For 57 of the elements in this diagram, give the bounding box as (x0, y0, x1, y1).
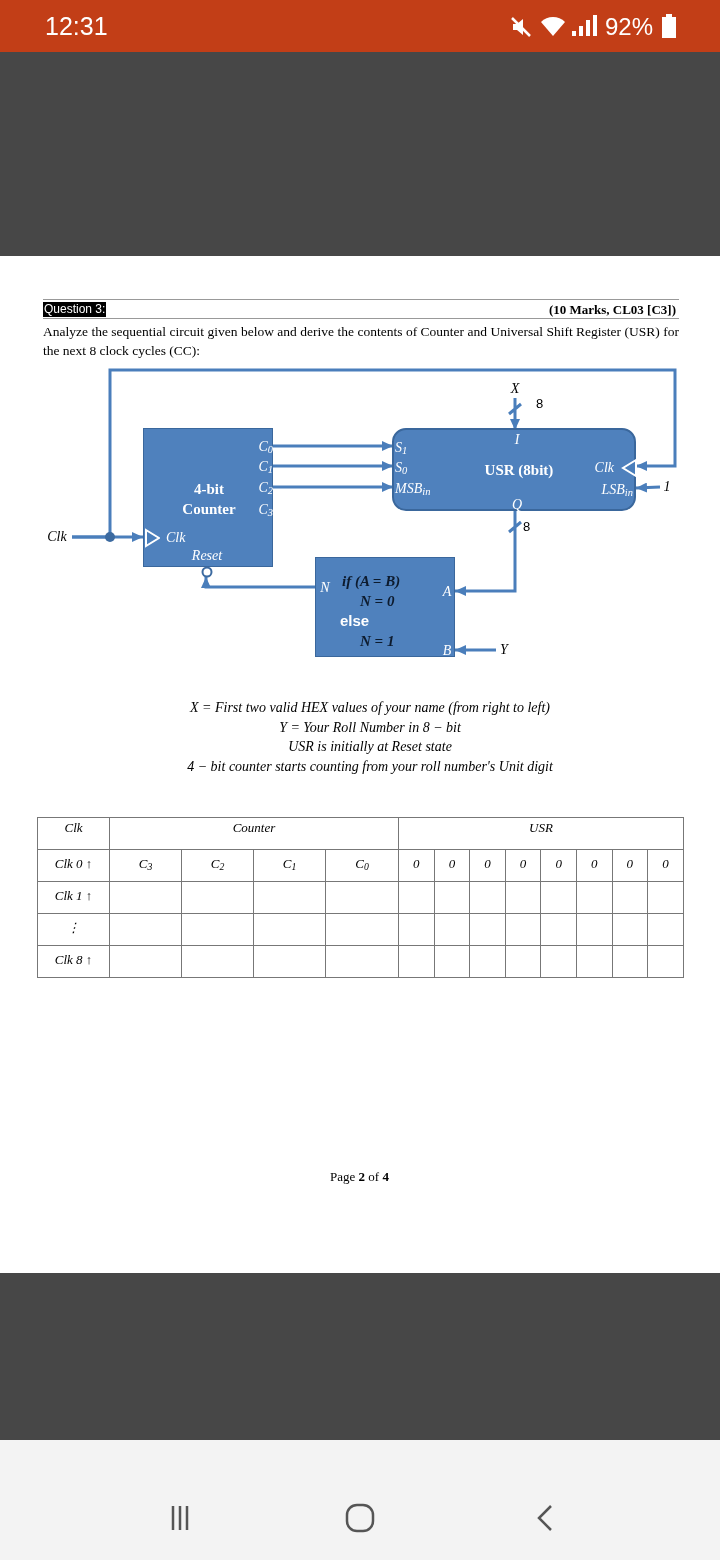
condition-text: else (340, 612, 370, 630)
pin-label: S$_{0}$ (395, 458, 423, 478)
clock-time: 12:31 (45, 11, 108, 41)
table-cell: Clk 1 ↑ (37, 881, 110, 914)
note-text: X = First two valid HEX values of your name (from right to left) (189, 699, 551, 717)
question-heading: Question 3: (43, 302, 107, 317)
battery-percent: 92% (605, 13, 654, 41)
table-cell: 0 (647, 849, 684, 882)
pin-label: I (510, 432, 524, 448)
table-cell: 0 (398, 849, 435, 882)
signal-label: X (506, 380, 524, 398)
pin-label: C$_{0}$ (241, 437, 273, 457)
table-cell: C$_{2}$ (181, 849, 254, 882)
pin-label: B (438, 642, 456, 660)
pin-label: C$_{2}$ (241, 478, 273, 498)
pin-label: Reset (191, 547, 223, 565)
pin-label: C$_{1}$ (241, 457, 273, 477)
table-cell: Clk (37, 817, 110, 850)
pin-label: Clk (594, 461, 614, 475)
table-cell: ⋮ (37, 913, 110, 946)
marks-text: (10 Marks, CL03 [C3]) (548, 302, 676, 317)
pin-label: N (316, 579, 334, 597)
table-cell: 0 (612, 849, 648, 882)
comparator-block (315, 557, 455, 657)
block-title: USR (8bit) (483, 461, 555, 480)
signal-label: Clk (42, 528, 72, 546)
table-cell: C$_{1}$ (253, 849, 326, 882)
signal-label: Y (496, 641, 512, 659)
pin-label: S$_{1}$ (395, 438, 423, 458)
condition-text: N = 0 (360, 592, 395, 610)
condition-text: if (A = B) (342, 572, 401, 590)
table-cell: Clk 0 ↑ (37, 849, 110, 882)
pin-label: C$_{3}$ (241, 500, 273, 520)
signal-label: 1 (660, 478, 674, 496)
table-cell: 0 (434, 849, 470, 882)
pin-label: LSB$_{in}$ (578, 479, 638, 501)
pin-label: MSB$_{in}$ (395, 479, 445, 499)
pin-label: Clk (166, 531, 186, 545)
page-number: Page 2 of 4 (330, 1168, 389, 1186)
table-cell: Clk 8 ↑ (37, 945, 110, 978)
table-cell: Counter (109, 817, 399, 850)
table-cell: 0 (505, 849, 541, 882)
table-cell: 0 (540, 849, 577, 882)
block-title: 4-bit Counter (181, 480, 237, 519)
note-text: 4 − bit counter starts counting from your roll number's Unit digit (187, 757, 553, 776)
pin-label: Q (510, 497, 524, 513)
table-cell: C$_{3}$ (109, 849, 182, 882)
note-text: Y = Your Roll Number in 8 − bit (279, 718, 461, 737)
pin-label: A (438, 583, 456, 601)
table-cell: C$_{0}$ (325, 849, 399, 882)
table-cell: 0 (469, 849, 506, 882)
shift-register-block (392, 428, 636, 511)
note-text: USR is initially at Reset state (288, 738, 452, 756)
table-cell: 0 (576, 849, 613, 882)
question-text: Analyze the sequential circuit given below and derive the contents of Counter and Universal Shift Register (USR) for the next 8 clock cycles (CC): (43, 323, 679, 360)
table-cell: USR (398, 817, 684, 850)
condition-text: N = 1 (360, 632, 395, 650)
